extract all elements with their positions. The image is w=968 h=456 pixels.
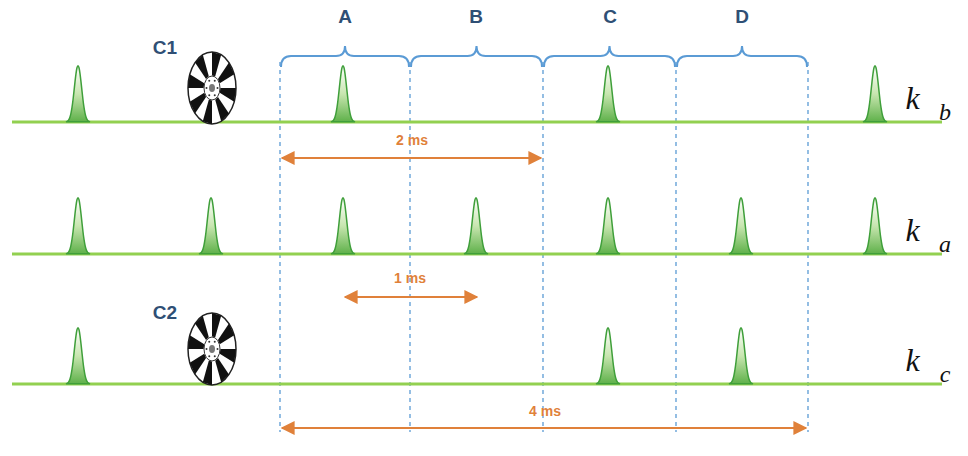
wavevector-subscript: b (939, 100, 951, 124)
pulse (331, 66, 355, 122)
pulse (596, 328, 620, 384)
wavevector-subscript: a (939, 232, 951, 256)
pulse (729, 198, 753, 254)
pulse (863, 66, 887, 122)
chopper-wheel (188, 52, 236, 124)
pulse (199, 198, 223, 254)
interval-label: A (338, 7, 352, 26)
curly-brace (281, 46, 409, 67)
dashed-guide (279, 62, 280, 432)
interval-label: B (469, 7, 483, 26)
wavevector-symbol: k⃗ (905, 82, 944, 114)
interval-label: C (603, 7, 617, 26)
chopper-label: C2 (153, 303, 177, 322)
dashed-guide (409, 62, 410, 432)
pulse (66, 198, 90, 254)
pulse (66, 66, 90, 122)
wavevector-symbol: k⃗ (905, 214, 944, 246)
dimension-arrow (345, 296, 477, 298)
pulse (863, 198, 887, 254)
chopper-wheel (188, 313, 236, 385)
time-dimension: 4 ms (529, 404, 561, 418)
dashed-guide (542, 62, 543, 432)
pulse (464, 198, 488, 254)
dashed-guide (675, 62, 676, 432)
curly-brace (411, 46, 542, 67)
wavevector-symbol: k⃗ (905, 344, 944, 376)
dimension-arrow (282, 427, 806, 429)
curly-brace (677, 46, 807, 67)
pulse (596, 66, 620, 122)
interval-label: D (735, 7, 749, 26)
pulse (729, 328, 753, 384)
beam-line (12, 121, 942, 124)
curly-brace (544, 46, 675, 67)
dimension-arrow (282, 157, 541, 159)
time-dimension: 2 ms (396, 133, 428, 147)
pulse (66, 328, 90, 384)
beam-line (12, 383, 942, 386)
chopper-label: C1 (153, 38, 177, 57)
pulse (331, 198, 355, 254)
time-dimension: 1 ms (394, 271, 426, 285)
dashed-guide (807, 62, 808, 432)
wavevector-subscript: c (940, 362, 951, 386)
pulse (596, 198, 620, 254)
